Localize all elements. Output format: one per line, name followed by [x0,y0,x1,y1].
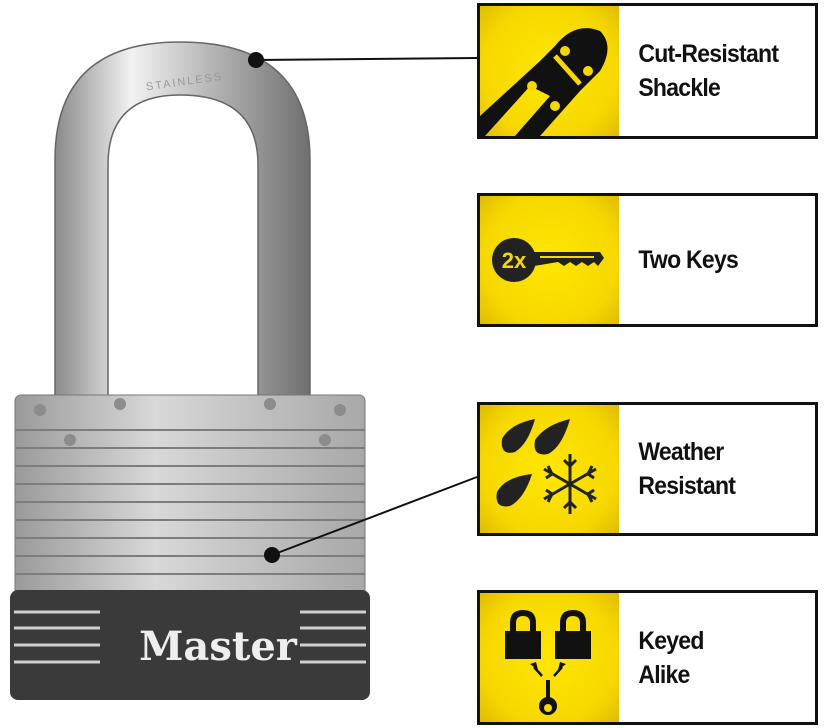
brand-logo: Master [139,623,298,670]
feature-label-line2: Resistant [638,472,736,500]
shackle [54,41,311,431]
two-keys-icon: 2x [480,196,619,324]
padlock-image: STAINLESS Master [10,41,370,700]
feature-label-line1: Cut-Resistant [638,40,779,68]
feature-label-line2: Shackle [638,74,721,102]
feature-label-line1: Two Keys [638,246,739,274]
keyed-alike-icon [480,593,619,722]
feature-two-keys: 2x Two Keys [477,193,818,327]
feature-label-line2: Alike [638,660,690,689]
feature-label-line1: Keyed [638,626,704,655]
bolt-cutter-icon [480,6,619,136]
feature-label-line1: Weather [638,438,724,466]
lock-bumper [10,590,370,700]
weather-icon [480,405,619,533]
two-keys-text: 2x [501,248,526,273]
